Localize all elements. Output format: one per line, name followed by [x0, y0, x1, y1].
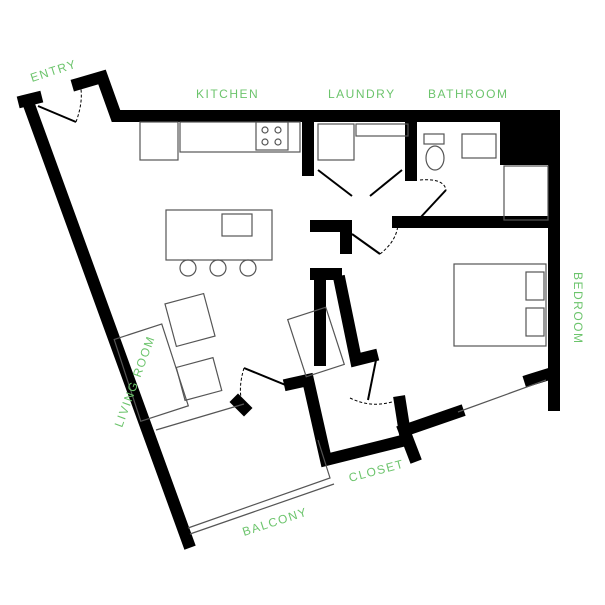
- label-bathroom: BATHROOM: [428, 87, 508, 101]
- label-closet: CLOSET: [347, 457, 406, 485]
- fixtures: [113, 121, 549, 535]
- label-balcony: BALCONY: [241, 505, 310, 539]
- doors: [37, 83, 447, 405]
- label-laundry: LAUNDRY: [328, 87, 396, 101]
- label-bedroom: BEDROOM: [571, 272, 585, 345]
- walls: [16, 69, 560, 550]
- label-kitchen: KITCHEN: [196, 87, 259, 101]
